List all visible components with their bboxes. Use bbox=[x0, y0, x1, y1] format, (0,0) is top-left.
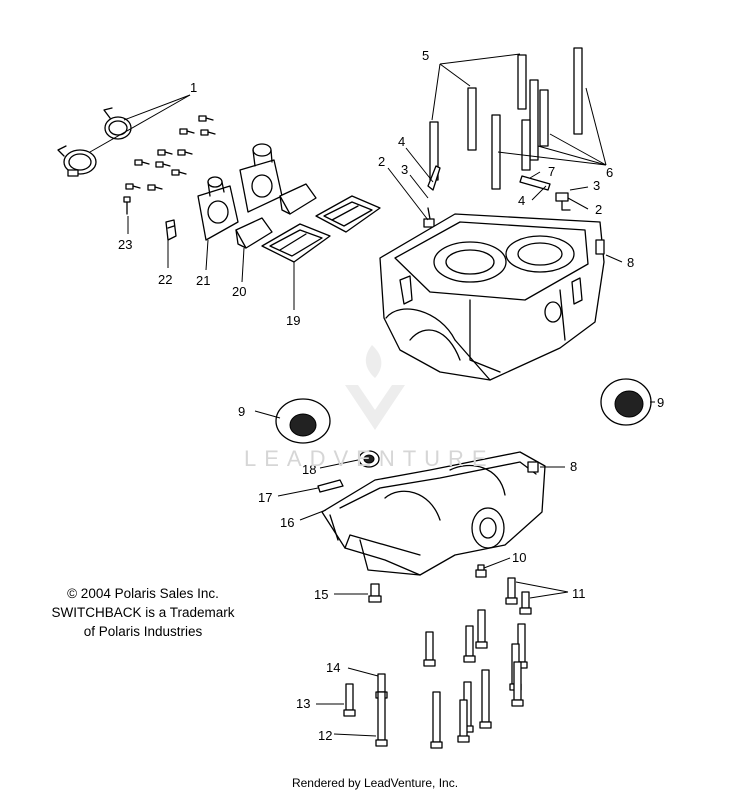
callout-17: 17 bbox=[258, 490, 272, 505]
callout-2a: 2 bbox=[378, 154, 385, 169]
callout-23: 23 bbox=[118, 237, 132, 252]
copyright-notice: © 2004 Polaris Sales Inc. SWITCHBACK is … bbox=[18, 584, 268, 641]
callout-3b: 3 bbox=[593, 178, 600, 193]
callout-14: 14 bbox=[326, 660, 340, 675]
copyright-line-1: © 2004 Polaris Sales Inc. bbox=[67, 586, 219, 601]
callout-8a: 8 bbox=[627, 255, 634, 270]
footer-credit: Rendered by LeadVenture, Inc. bbox=[291, 776, 459, 790]
callout-18: 18 bbox=[302, 462, 316, 477]
callout-15: 15 bbox=[314, 587, 328, 602]
callout-5: 5 bbox=[422, 48, 429, 63]
callout-1: 1 bbox=[190, 80, 197, 95]
callout-9a: 9 bbox=[238, 404, 245, 419]
crankcase-bolts-part-11-14[interactable] bbox=[343, 577, 532, 749]
callout-3a: 3 bbox=[401, 162, 408, 177]
callout-21: 21 bbox=[196, 273, 210, 288]
stud-group-part-5-6[interactable] bbox=[429, 47, 583, 190]
reed-valve-part-19[interactable] bbox=[261, 195, 381, 263]
plug-part-10[interactable] bbox=[475, 564, 487, 578]
callout-6: 6 bbox=[606, 165, 613, 180]
callout-8b: 8 bbox=[570, 459, 577, 474]
bolt-group-part-23[interactable] bbox=[123, 115, 216, 215]
crank-seal-part-9[interactable] bbox=[275, 378, 652, 444]
watermark-logo bbox=[345, 345, 405, 430]
callout-13: 13 bbox=[296, 696, 310, 711]
callout-4b: 4 bbox=[518, 193, 525, 208]
hose-clamp-part-1[interactable] bbox=[57, 107, 132, 177]
reed-stopper-part-20[interactable] bbox=[235, 183, 317, 249]
watermark-text: LEADVENTURE bbox=[244, 446, 495, 471]
upper-crankcase-part-8[interactable] bbox=[379, 213, 605, 381]
copyright-line-2: SWITCHBACK is a Trademark bbox=[51, 605, 235, 620]
lower-crankcase-part-8[interactable] bbox=[321, 451, 546, 576]
leader-lines bbox=[89, 53, 655, 737]
bolt-part-15[interactable] bbox=[368, 583, 382, 603]
callout-labels: 1 2 2 3 3 4 4 5 6 7 8 8 9 9 10 11 12 13 … bbox=[118, 48, 664, 743]
callout-11: 11 bbox=[572, 586, 586, 601]
callout-7: 7 bbox=[548, 164, 555, 179]
callout-12: 12 bbox=[318, 728, 332, 743]
callout-16: 16 bbox=[280, 515, 294, 530]
copyright-line-3: of Polaris Industries bbox=[83, 624, 203, 639]
callout-9b: 9 bbox=[657, 395, 664, 410]
fitting-part-17[interactable] bbox=[317, 479, 344, 493]
intake-adapter-part-21[interactable] bbox=[197, 143, 283, 241]
callout-20: 20 bbox=[232, 284, 246, 299]
bushing-part-18[interactable] bbox=[358, 450, 380, 468]
callout-22: 22 bbox=[158, 272, 172, 287]
callout-10: 10 bbox=[512, 550, 526, 565]
callout-2b: 2 bbox=[595, 202, 602, 217]
callout-19: 19 bbox=[286, 313, 300, 328]
fittings-part-2-3-4-7[interactable] bbox=[423, 165, 571, 228]
callout-4a: 4 bbox=[398, 134, 405, 149]
clip-part-22[interactable] bbox=[165, 219, 177, 241]
